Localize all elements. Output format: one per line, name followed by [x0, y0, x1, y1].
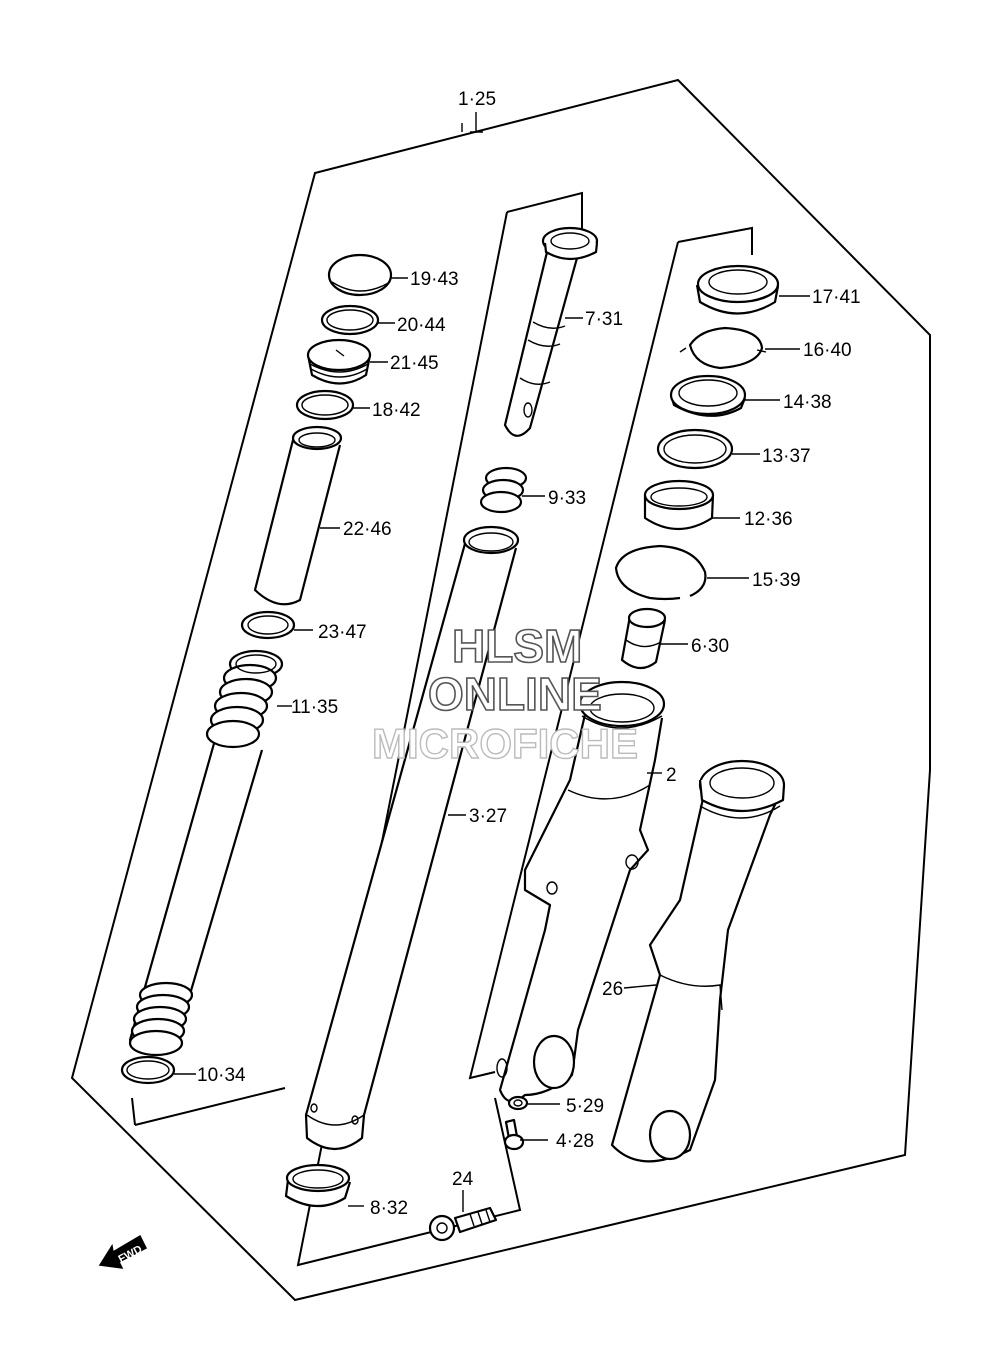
part-17-dust-seal[interactable] [695, 264, 780, 315]
watermark-line2: ONLINE [428, 668, 602, 720]
label-23: 23·47 [318, 622, 367, 643]
part-11-spring[interactable] [128, 649, 284, 1057]
label-5: 5·29 [566, 1096, 604, 1117]
label-12: 12·36 [744, 509, 793, 530]
part-7-damper-rod[interactable] [503, 226, 599, 437]
part-21-plug[interactable] [306, 338, 372, 385]
part-3-inner-tube[interactable] [304, 525, 520, 1150]
label-4: 4·28 [556, 1131, 594, 1152]
label-17: 17·41 [812, 287, 861, 308]
label-13: 13·37 [762, 446, 811, 467]
part-22-spacer-tube[interactable] [253, 425, 343, 606]
part-9-spring[interactable] [479, 466, 528, 514]
label-16: 16·40 [803, 340, 852, 361]
leader-main [470, 112, 483, 133]
part-14-oil-seal[interactable] [669, 374, 747, 417]
label-3: 3·27 [469, 806, 507, 827]
part-4-bolt[interactable] [503, 1118, 525, 1151]
left-bottom-outline [131, 1087, 286, 1126]
part-15-snap-ring[interactable] [614, 544, 707, 601]
part-19-cap[interactable] [327, 253, 393, 297]
label-11: 11·35 [291, 697, 338, 718]
label-6: 6·30 [691, 636, 729, 657]
label-18: 18·42 [372, 400, 421, 421]
label-26: 26 [602, 979, 623, 1000]
part-20-ring[interactable] [320, 304, 380, 336]
label-24: 24 [452, 1169, 474, 1190]
label-20: 20·44 [397, 315, 446, 336]
label-10: 10·34 [197, 1065, 246, 1086]
part-5-washer[interactable] [507, 1095, 529, 1111]
label-main: 1·25 [458, 89, 496, 110]
fwd-arrow-icon: FWD [98, 1234, 148, 1269]
label-9: 9·33 [548, 488, 586, 509]
label-7: 7·31 [585, 309, 623, 330]
part-12-bushing[interactable] [643, 479, 715, 530]
label-21: 21·45 [390, 353, 439, 374]
part-24-bolt[interactable] [428, 1206, 498, 1242]
part-16-clip[interactable] [679, 326, 767, 370]
label-19: 19·43 [410, 269, 459, 290]
label-14: 14·38 [783, 392, 832, 413]
part-26-outer-tube[interactable] [610, 759, 786, 1163]
label-8: 8·32 [370, 1198, 408, 1219]
label-2: 2 [666, 765, 677, 786]
watermark-line3: MICROFICHE [372, 720, 638, 767]
part-6-piece[interactable] [620, 607, 667, 670]
part-18-oring[interactable] [295, 389, 355, 421]
label-22: 22·46 [343, 519, 392, 540]
center-panel-outline [296, 191, 583, 1267]
assembly-outline [70, 78, 931, 1302]
part-23-washer[interactable] [240, 610, 296, 640]
part-10-washer[interactable] [120, 1055, 176, 1085]
part-13-washer[interactable] [656, 428, 734, 470]
right-panel-outline [468, 226, 753, 1080]
part-2-outer-tube[interactable] [496, 680, 666, 1103]
watermark-line1: HLSM [452, 620, 582, 672]
label-15: 15·39 [752, 570, 801, 591]
part-8-bushing[interactable] [284, 1163, 352, 1208]
